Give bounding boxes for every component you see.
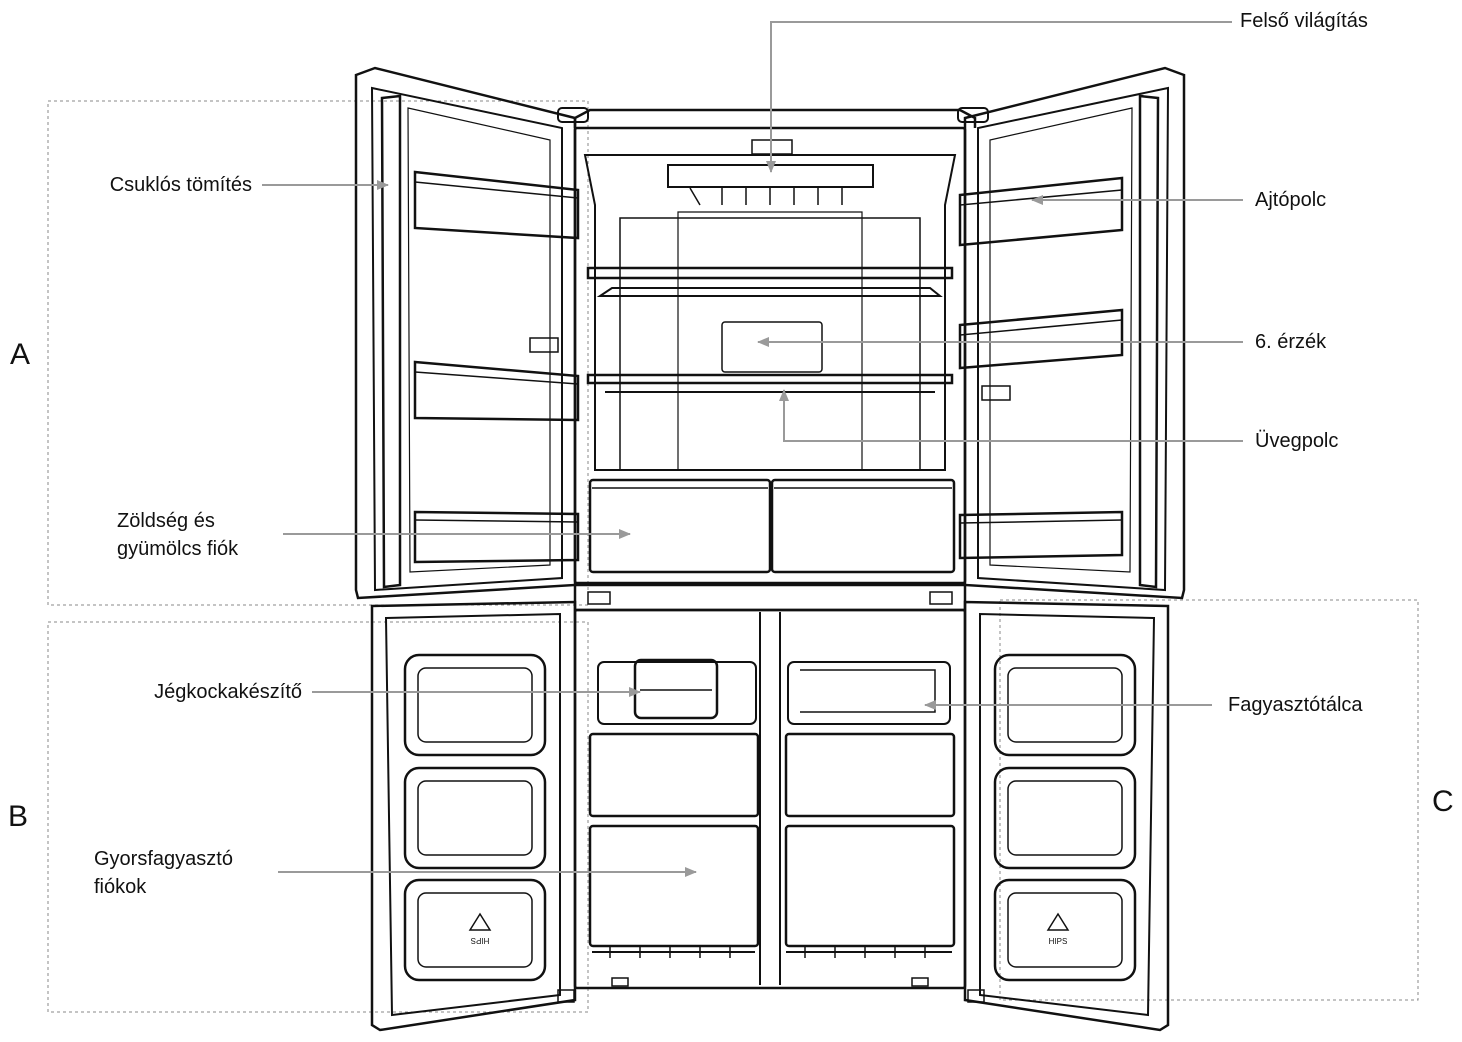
zone-b-frame [47,621,589,1013]
recycle-mark-left: HIPS [471,936,490,945]
recycle-mark-right: HIPS [1049,937,1068,946]
label-door-shelf: Ajtópolc [1255,189,1327,211]
zone-a-label: A [10,338,31,371]
zone-a-frame [47,100,589,606]
label-freezer-tray: Fagyasztótálca [1228,694,1363,716]
label-quick-freeze-line2: fiókok [94,876,147,898]
label-glass-shelf: Üvegpolc [1255,430,1339,452]
label-hinge-seal: Csuklós tömítés [109,174,252,196]
label-top-light: Felső világítás [1240,10,1368,32]
zone-c-frame [999,599,1419,1001]
label-crisper-line2: gyümölcs fiók [117,538,239,560]
zone-b-label: B [8,800,29,833]
label-ice-maker: Jégkockakészítő [154,681,302,703]
arrow-top-light [766,21,1232,173]
left-upper-door [354,66,580,600]
leader-lines [262,21,1243,877]
zone-c-label: C [1432,785,1454,818]
label-quick-freeze-line1: Gyorsfagyasztó [94,848,233,870]
left-lower-door [370,600,577,1032]
cabinet [557,107,989,990]
right-upper-door [958,66,1186,600]
label-sixth-sense: 6. érzék [1255,331,1327,353]
right-lower-door [963,600,1170,1032]
label-crisper-line1: Zöldség és [117,510,215,532]
zone-frames [47,100,1419,1013]
arrow-glass-shelf [779,389,1243,442]
